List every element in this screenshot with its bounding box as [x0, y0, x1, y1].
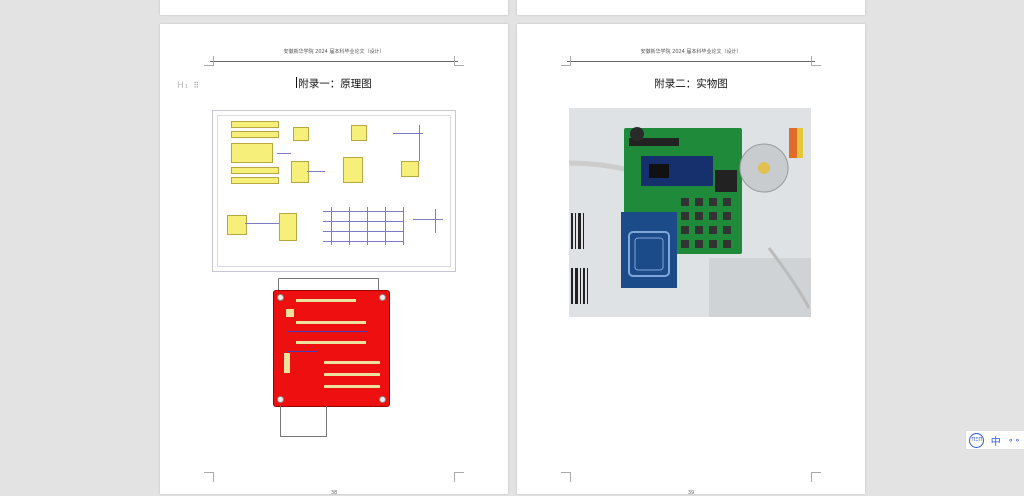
drag-handle-icon[interactable]: ⠿ [193, 81, 201, 90]
pcb-pad-row [296, 341, 366, 344]
pcb-outline-bottom [280, 406, 327, 437]
schematic-wire [277, 153, 291, 154]
schematic-block [231, 177, 279, 184]
schematic-wire [331, 207, 332, 245]
language-toggle-button[interactable]: 中 [990, 436, 1001, 448]
schematic-image [212, 110, 456, 272]
schematic-block [231, 167, 279, 174]
schematic-wire [385, 207, 386, 245]
schematic-block [231, 143, 273, 163]
header-rule [567, 61, 815, 62]
mounting-hole [379, 396, 386, 403]
previous-page-right [517, 0, 865, 15]
corner-mark [811, 56, 821, 66]
corner-mark [204, 56, 214, 66]
schematic-wire [323, 241, 403, 242]
corner-mark [454, 56, 464, 66]
pcb-pad-row [296, 321, 366, 324]
input-method-toolbar[interactable]: ΠΞΠ 中 ⚬⚬ [965, 430, 1024, 450]
page-number: 39 [687, 490, 695, 496]
schematic-block [401, 161, 419, 177]
pcb-pad [286, 309, 294, 317]
schematic-block [231, 121, 279, 128]
pcb-pad-row [296, 299, 356, 302]
appendix-title: 附录一：原理图 [160, 76, 508, 91]
schematic-wire [245, 223, 279, 224]
document-page-39[interactable]: 安徽新华学院 2024 届本科毕业论文（设计） 附录二：实物图 [517, 24, 865, 496]
pcb-pad-row [324, 385, 380, 388]
schematic-wire [307, 171, 325, 172]
previous-page-left [160, 0, 508, 15]
schematic-wire [323, 231, 403, 232]
page-number: 38 [330, 490, 338, 496]
hardware-photo [569, 108, 811, 317]
schematic-wire [349, 207, 350, 245]
pcb-trace [288, 351, 318, 352]
mounting-hole [379, 294, 386, 301]
schematic-wire [367, 207, 368, 245]
text-cursor [296, 77, 298, 88]
page-header: 安徽新华学院 2024 届本科毕业论文（设计） [640, 49, 742, 55]
schematic-block [227, 215, 247, 235]
header-rule [210, 61, 458, 62]
schematic-wire [323, 211, 403, 212]
ime-logo-icon[interactable]: ΠΞΠ [969, 432, 985, 448]
schematic-wire [419, 125, 420, 161]
appendix-title: 附录二：实物图 [654, 78, 728, 90]
corner-mark [811, 472, 821, 482]
pcb-pad-row [324, 373, 380, 376]
schematic-wire [323, 221, 403, 222]
pcb-trace [288, 331, 368, 332]
document-page-38[interactable]: 安徽新华学院 2024 届本科毕业论文（设计） H₁ ⠿ 附录一：原理图 [160, 24, 508, 496]
corner-mark [204, 472, 214, 482]
corner-mark [561, 56, 571, 66]
schematic-block [293, 127, 309, 141]
hardware-photo-svg [569, 108, 811, 317]
corner-mark [454, 472, 464, 482]
schematic-frame [217, 115, 451, 267]
schematic-block [343, 157, 363, 183]
pcb-pad-row [324, 361, 380, 364]
schematic-wire [393, 133, 423, 134]
page-header: 安徽新华学院 2024 届本科毕业论文（设计） [283, 49, 385, 55]
appendix-title-text: 附录一：原理图 [298, 78, 372, 90]
pcb-layout-image [273, 290, 390, 407]
pcb-pad [284, 353, 290, 373]
mounting-hole [277, 294, 284, 301]
heading-control[interactable]: H₁ ⠿ [177, 81, 200, 91]
schematic-block [291, 161, 309, 183]
schematic-wire [403, 207, 404, 245]
schematic-block [351, 125, 367, 141]
pcb-outline-top [278, 278, 379, 291]
mounting-hole [277, 396, 284, 403]
schematic-block [279, 213, 297, 241]
schematic-wire [413, 219, 443, 220]
heading-level-icon[interactable]: H₁ [177, 81, 190, 91]
corner-mark [561, 472, 571, 482]
ime-settings-icon[interactable]: ⚬⚬ [1007, 435, 1021, 445]
schematic-wire [435, 209, 436, 233]
schematic-block [231, 131, 279, 138]
